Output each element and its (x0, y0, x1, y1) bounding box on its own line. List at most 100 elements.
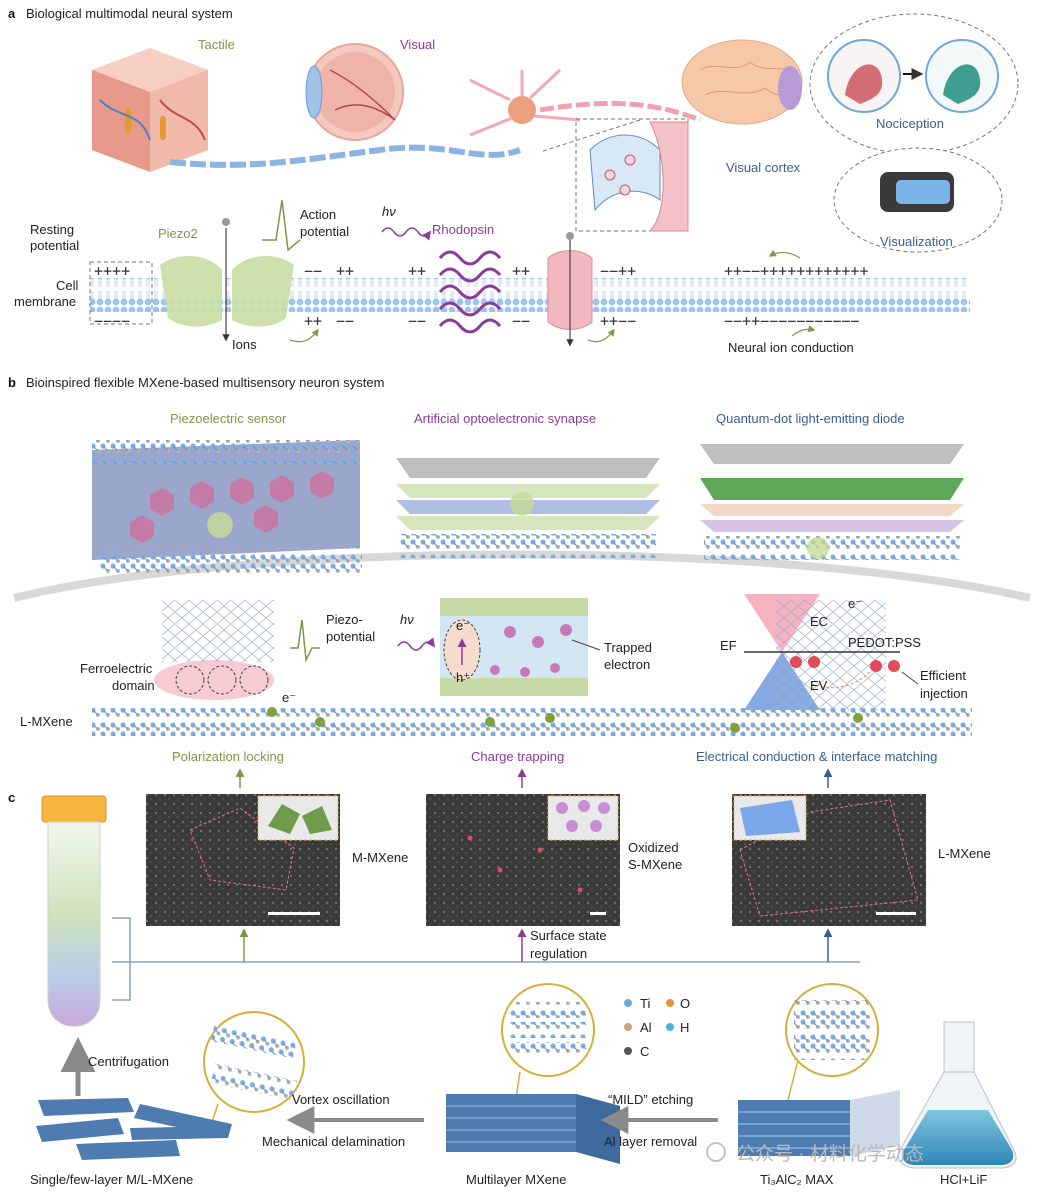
qled-device (700, 444, 964, 560)
domain-circle-1 (175, 665, 205, 695)
ferroelectric-label-2: domain (112, 678, 155, 693)
electron-label-trap: e⁻ (456, 618, 470, 633)
al-removal-label: Al layer removal (604, 1134, 697, 1149)
charge-bottom-5: ++−− (600, 312, 636, 330)
trapped-electron-label-1: Trapped (604, 640, 652, 655)
qled-label: Quantum-dot light-emitting diode (716, 411, 905, 426)
legend-label-o: O (680, 996, 690, 1011)
piezoelectric-sensor-label: Piezoelectric sensor (170, 411, 287, 426)
charge-bottom-2: −− (336, 312, 354, 330)
legend-dot-al (624, 1023, 632, 1031)
charge-top-4: ++ (512, 262, 530, 280)
charge-bottom-4: −− (512, 312, 530, 330)
synapse-inset (575, 118, 689, 232)
multilayer-label: Multilayer MXene (466, 1172, 566, 1187)
l-mxene-strip (92, 708, 972, 736)
charge-top-3: ++ (408, 262, 426, 280)
conduction-band-label: EC (810, 614, 828, 629)
electron-label-piezo: e⁻ (282, 690, 296, 705)
charge-top-6: ++−−++++++++++++ (724, 262, 869, 280)
piezo-potential-spike (290, 619, 320, 663)
ions-label: Ions (232, 337, 257, 352)
charge-bottom-0: −−−− (94, 312, 130, 330)
neuron-illustration (469, 68, 701, 137)
electron-dot-3 (485, 717, 495, 727)
nociception-label: Nociception (876, 116, 944, 131)
zoom-circle-single-layer (203, 1011, 305, 1129)
electron-dot-5 (730, 723, 740, 733)
vortex-label: Vortex oscillation (292, 1092, 390, 1107)
legend-dot-h (666, 1023, 674, 1031)
zoom-circle-max (783, 983, 879, 1117)
charge-trapping-label: Charge trapping (471, 749, 564, 764)
fermi-level-label: EF (720, 638, 737, 653)
sem-image-l-mxene (732, 794, 926, 926)
piezo-potential-label-1: Piezo- (326, 612, 363, 627)
ion-flow-arrow-2 (587, 328, 615, 343)
charge-top-2: ++ (336, 262, 354, 280)
sem-image-m-mxene (146, 794, 340, 926)
legend-dot-ti (624, 999, 632, 1007)
panel-c-letter: c (8, 790, 15, 805)
panel-b-letter: b (8, 375, 16, 390)
ferroelectric-lattice (162, 600, 274, 662)
ion-channel (547, 232, 593, 347)
legend-label-c: C (640, 1044, 649, 1059)
sem-image-s-mxene (426, 794, 620, 926)
cell-membrane-label-1: Cell (56, 278, 79, 293)
panel-a-letter: a (8, 6, 16, 21)
resting-potential-label-1: Resting (30, 222, 74, 237)
action-potential-label-1: Action (300, 207, 336, 222)
charge-top-1: −− (304, 262, 322, 280)
panel-a-title: Biological multimodal neural system (26, 6, 233, 21)
legend-label-al: Al (640, 1020, 652, 1035)
etching-flask (898, 1021, 1017, 1169)
nociception-bubble (809, 13, 1019, 155)
visual-cortex-label: Visual cortex (726, 160, 801, 175)
multilayer-stack (446, 1094, 620, 1164)
panel-b-title: Bioinspired flexible MXene-based multise… (26, 375, 384, 390)
charge-top-0: ++++ (94, 262, 130, 280)
max-phase-label: Ti₃AlC₂ MAX (760, 1172, 834, 1187)
centrifuge-tube (41, 795, 107, 1027)
ion-flow-arrow-3 (791, 325, 816, 337)
synapse-callout-line (539, 119, 641, 153)
centrifugation-label: Centrifugation (88, 1054, 169, 1069)
zoom-circle-multilayer (501, 983, 595, 1125)
watermark-text: 公众号 · 材料化学动态 (736, 1143, 924, 1165)
charge-bottom-1: ++ (304, 312, 322, 330)
skin-tissue-illustration (92, 48, 208, 172)
optoelectronic-synapse-label: Artificial optoelectronic synapse (414, 411, 596, 426)
charge-trap-diagram (440, 598, 588, 696)
legend-label-h: H (680, 1020, 689, 1035)
electron-dot-4 (545, 713, 555, 723)
oxidized-label-1: Oxidized (628, 840, 679, 855)
hole-label-trap: h⁺ (456, 670, 470, 685)
ion-flow-arrow-1 (289, 328, 319, 343)
l-mxene-strip-label: L-MXene (20, 714, 73, 729)
ferroelectric-label-1: Ferroelectric (80, 661, 153, 676)
legend-dot-c (624, 1047, 632, 1055)
piezo2-label: Piezo2 (158, 226, 198, 241)
domain-circle-3 (239, 665, 269, 695)
visual-label: Visual (400, 37, 435, 52)
action-potential-spike (262, 199, 301, 252)
atom-legend: Ti O Al H C (624, 996, 690, 1059)
legend-label-ti: Ti (640, 996, 650, 1011)
legend-dot-o (666, 999, 674, 1007)
efficient-injection-label-1: Efficient (920, 668, 966, 683)
piezo2-channel (160, 218, 294, 342)
photon-wave-a (381, 227, 432, 241)
m-mxene-label: M-MXene (352, 850, 408, 865)
resting-potential-label-2: potential (30, 238, 79, 253)
wechat-icon (706, 1142, 726, 1162)
electron-dot-6 (853, 713, 863, 723)
mechanical-delamination-label: Mechanical delamination (262, 1134, 405, 1149)
tube-bracket (112, 917, 131, 1001)
eye-illustration (305, 43, 404, 141)
optoelectronic-device (396, 458, 660, 558)
piezoelectric-device (92, 440, 362, 574)
single-layer-flakes (36, 1098, 232, 1160)
charge-bottom-6: −−++−−−−−−−−−−− (724, 312, 859, 330)
